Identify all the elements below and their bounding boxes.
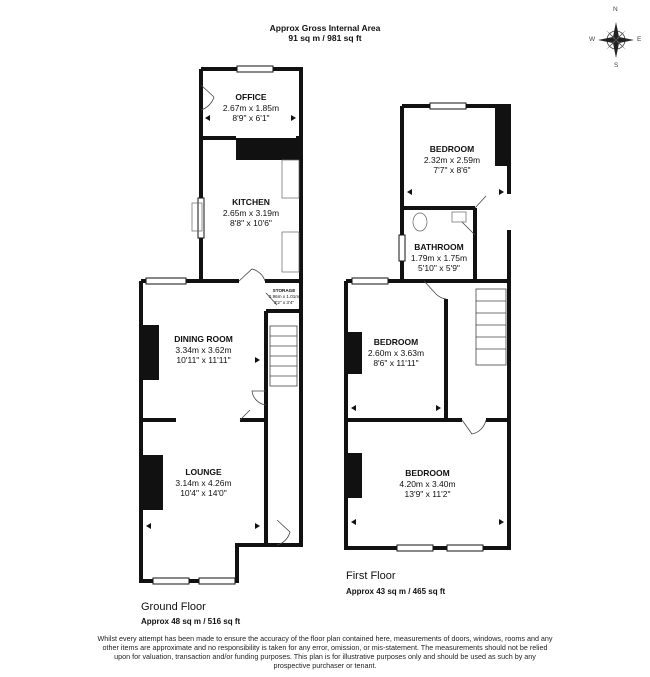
first-floor-main-walls: [344, 279, 511, 550]
room-name: KITCHEN: [232, 197, 270, 207]
room-name: BATHROOM: [414, 242, 464, 252]
first-stairs: [475, 288, 507, 366]
bedroom1-window: [429, 102, 467, 110]
room-imperial: 10'4" x 14'0": [180, 488, 227, 498]
bedroom2-chimney: [346, 332, 362, 374]
compass-north: N: [613, 6, 618, 13]
room-metric: 2.67m x 1.85m: [222, 102, 280, 113]
lounge-chimney: [141, 455, 163, 510]
tick: [499, 189, 504, 195]
bedroom3-window-left: [396, 544, 434, 552]
tick: [351, 405, 356, 411]
disclaimer-text: Whilst every attempt has been made to en…: [97, 634, 553, 670]
toilet: [412, 212, 428, 232]
bathroom-door: [461, 221, 476, 236]
front-door: [276, 519, 291, 546]
tick: [255, 523, 260, 529]
ground-floor-name: Ground Floor: [141, 601, 206, 613]
kitchen-window: [197, 197, 205, 239]
tick: [205, 115, 210, 121]
compass-east: E: [637, 36, 642, 43]
tick: [255, 357, 260, 363]
office-window: [236, 65, 274, 73]
room-name: DINING ROOM: [174, 334, 233, 344]
dining-window: [145, 277, 187, 285]
room-name: OFFICE: [235, 92, 267, 102]
room-bedroom-rear: BEDROOM 2.32m x 2.59m 7'7" x 8'6": [402, 144, 502, 176]
room-office: OFFICE 2.67m x 1.85m 8'9" x 6'1": [201, 92, 301, 124]
room-metric: 2.60m x 3.63m: [367, 347, 425, 358]
room-imperial: 10'11" x 11'11": [176, 355, 231, 365]
room-storage: STORAGE 0.96m x 1.01m 3'2" x 3'4": [266, 288, 302, 306]
tick: [407, 189, 412, 195]
gross-area-value: 91 sq m / 981 sq ft: [288, 33, 362, 43]
compass-west: W: [589, 36, 596, 43]
first-floor-name: First Floor: [346, 570, 396, 582]
kitchen-sink: [191, 202, 203, 232]
room-imperial: 8'8" x 10'6": [230, 218, 272, 228]
room-metric: 1.79m x 1.75m: [410, 252, 468, 263]
kitchen-counter-low: [281, 231, 300, 273]
dining-chimney: [141, 325, 159, 380]
room-imperial: 8'9" x 6'1": [232, 113, 270, 123]
room-metric: 2.65m x 3.19m: [222, 207, 280, 218]
bedroom1-chimney: [495, 106, 509, 166]
room-dining: DINING ROOM 3.34m x 3.62m 10'11" x 11'11…: [141, 334, 266, 366]
kitchen-door: [238, 268, 266, 282]
bedroom3-chimney: [346, 453, 362, 498]
lounge-window-left: [152, 577, 190, 585]
basin: [451, 211, 467, 223]
lounge-window-right: [198, 577, 236, 585]
room-name: BEDROOM: [373, 337, 419, 347]
room-metric: 3.34m x 3.62m: [175, 344, 232, 355]
first-floor-area: Approx 43 sq m / 465 sq ft: [346, 587, 446, 596]
bathroom-window: [398, 234, 406, 262]
room-bedroom-middle: BEDROOM 2.60m x 3.63m 8'6" x 11'11": [346, 337, 446, 369]
room-lounge: LOUNGE 3.14m x 4.26m 10'4" x 14'0": [141, 467, 266, 499]
bedroom2-window: [351, 277, 389, 285]
room-bedroom-front: BEDROOM 4.20m x 3.40m 13'9" x 11'2": [346, 468, 509, 500]
room-imperial: 3'2" x 3'4": [273, 300, 295, 305]
compass-south: S: [614, 62, 619, 69]
kitchen-chimney: [236, 138, 301, 160]
tick: [291, 115, 296, 121]
ground-floor-area: Approx 48 sq m / 516 sq ft: [141, 617, 241, 626]
room-name: LOUNGE: [185, 467, 222, 477]
dining-hall-door: [251, 390, 267, 406]
gross-area-title: Approx Gross Internal Area: [269, 23, 381, 33]
room-name: BEDROOM: [429, 144, 475, 154]
tick: [146, 523, 151, 529]
room-kitchen: KITCHEN 2.65m x 3.19m 8'8" x 10'6": [201, 197, 301, 229]
tick: [146, 357, 151, 363]
room-imperial: 13'9" x 11'2": [404, 489, 451, 499]
room-imperial: 7'7" x 8'6": [433, 165, 471, 175]
room-metric: 3.14m x 4.26m: [175, 477, 232, 488]
tick: [436, 405, 441, 411]
ground-stairs: [269, 325, 298, 387]
bedroom3-window-right: [446, 544, 484, 552]
bedroom1-door: [474, 195, 487, 209]
hall-walls: [266, 279, 303, 547]
tick: [499, 519, 504, 525]
room-metric: 2.32m x 2.59m: [423, 154, 481, 165]
tick: [351, 519, 356, 525]
compass-rose: [598, 22, 634, 58]
room-imperial: 8'6" x 11'11": [373, 358, 419, 368]
room-metric: 0.96m x 1.01m: [268, 294, 300, 299]
office-door: [200, 84, 215, 111]
main-block-walls: [139, 279, 268, 583]
bedroom3-door: [461, 419, 487, 435]
room-name: BEDROOM: [405, 468, 450, 478]
room-metric: 4.20m x 3.40m: [399, 478, 456, 489]
room-imperial: 5'10" x 5'9": [418, 263, 460, 273]
room-name: STORAGE: [272, 288, 296, 293]
storage-door: [265, 292, 278, 306]
lounge-door: [239, 409, 251, 421]
bedroom2-door: [423, 280, 447, 300]
kitchen-counter-top: [281, 159, 300, 199]
room-bathroom: BATHROOM 1.79m x 1.75m 5'10" x 5'9": [402, 242, 476, 274]
